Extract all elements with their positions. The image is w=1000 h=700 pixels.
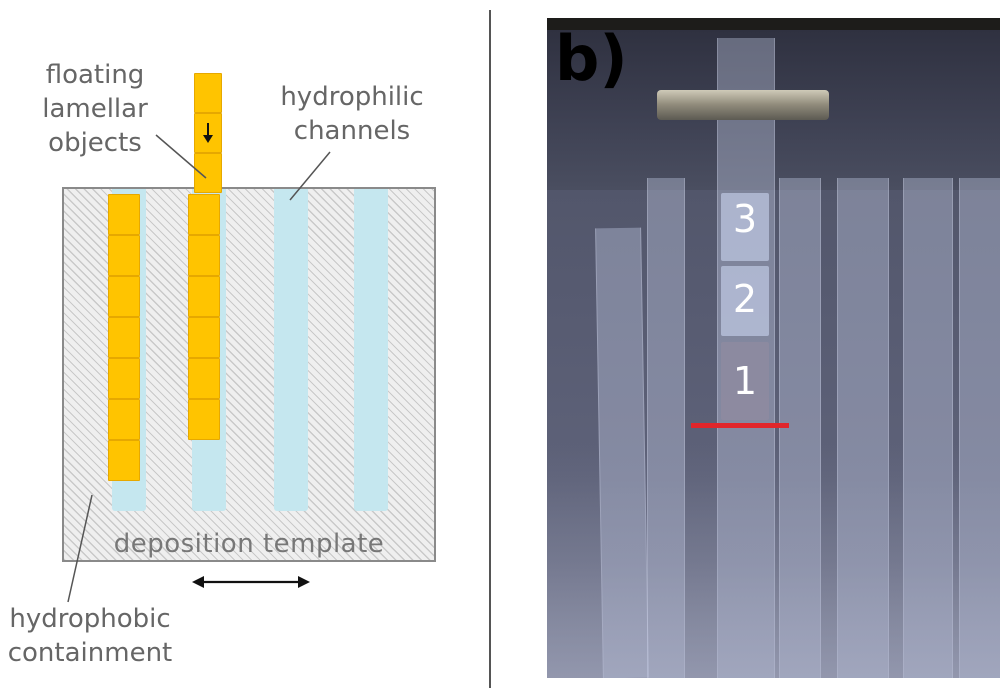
lamellar-block [108,358,140,399]
block-number-1: 1 [732,359,758,403]
panel-b-label: b) [555,22,628,95]
lamellar-block [108,317,140,358]
lamellar-block [108,440,140,481]
lamellar-block [108,235,140,276]
panel-a-schematic: ) deposition template [0,0,488,700]
floating-block [194,113,222,153]
metal-clip [657,90,829,120]
deposited-block-3 [721,193,769,261]
deposited-block-2 [721,266,769,336]
floating-block [194,153,222,193]
hydrophobic-containment-label: hydrophobic containment [7,604,173,668]
deposition-template: deposition template [62,187,436,562]
hydrophilic-channel-4 [354,189,388,511]
panel-b-photo: 3 2 1 b) [547,18,1000,678]
down-arrow-icon [203,123,213,143]
hydrophilic-channel-1 [108,189,146,511]
meniscus-marker-line [691,423,789,428]
holder-top-edge [547,18,1000,30]
deposition-template-label: deposition template [113,529,385,559]
lamellar-block [108,399,140,440]
lamellar-block [188,317,220,358]
lamellar-block [188,358,220,399]
lamellar-block [188,276,220,317]
double-arrow-icon [192,576,310,588]
block-number-3: 3 [732,197,758,241]
hydrophilic-channel-3 [274,189,308,511]
hydrophilic-channel-2 [188,189,226,511]
block-number-2: 2 [732,277,758,321]
hydrophilic-channels-label: hydrophilic channels [280,82,424,146]
lamellar-block [188,399,220,440]
lamellar-block [108,276,140,317]
panel-divider [489,10,491,688]
lamellar-block [108,194,140,235]
lamellar-block [188,194,220,235]
floating-block [194,73,222,113]
lamellar-block [188,235,220,276]
floating-lamellar-objects-label: floating lamellar objects [42,60,148,158]
water-reflection [547,448,1000,678]
deposited-block-1 [721,342,769,420]
